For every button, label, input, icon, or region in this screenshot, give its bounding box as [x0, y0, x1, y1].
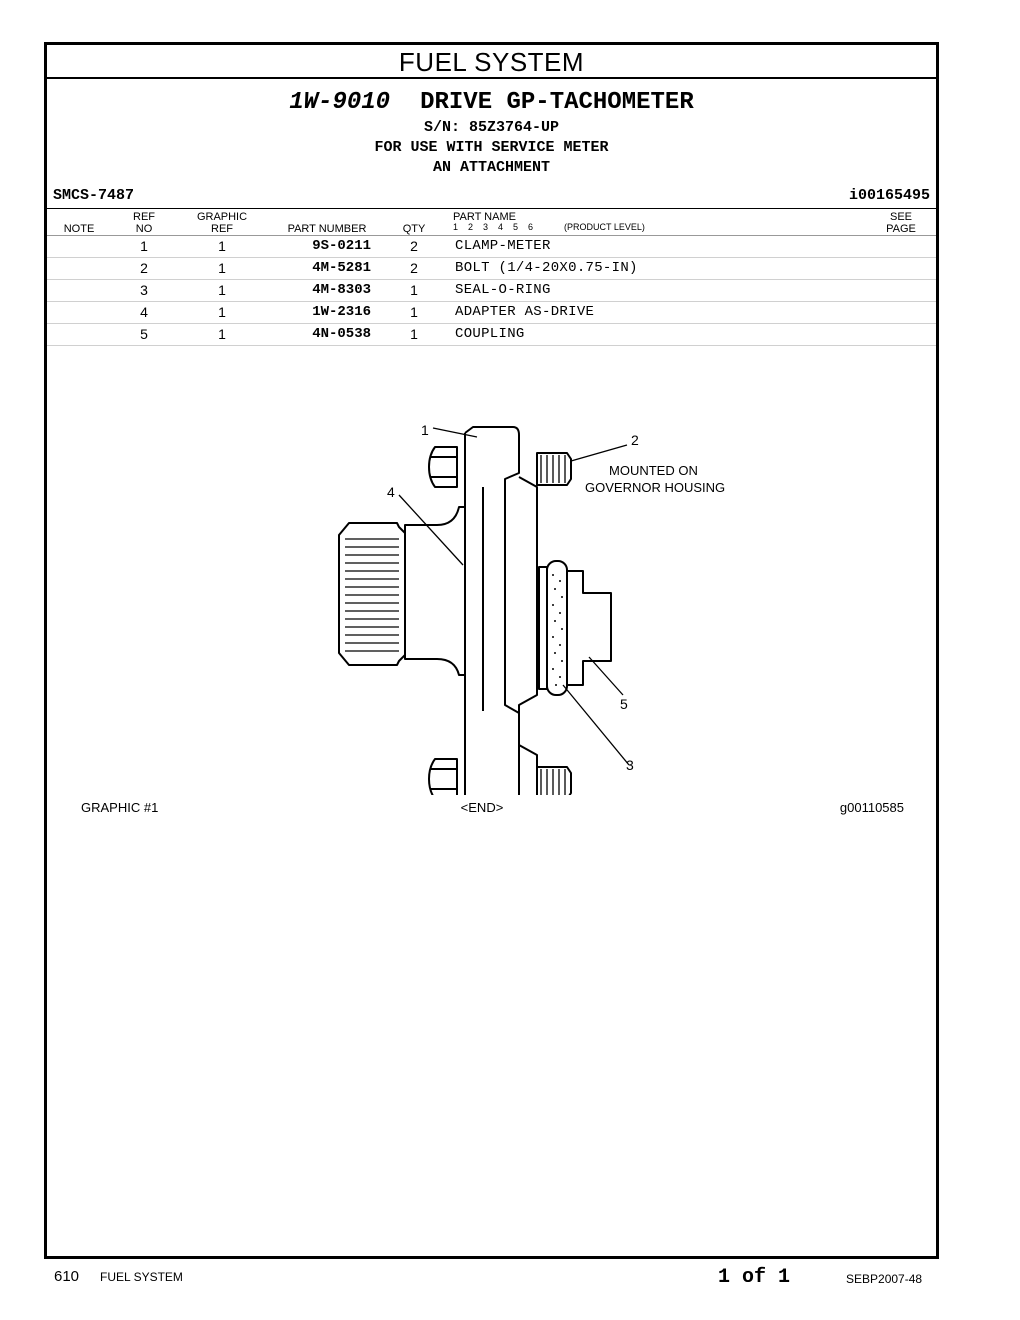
- callout-3: 3: [626, 757, 634, 773]
- col-graphic-bottom: REF: [211, 223, 233, 235]
- col-ref-bottom: NO: [135, 223, 153, 235]
- quantity: 1: [410, 326, 418, 342]
- header-divider: [47, 208, 936, 209]
- leader-4: [398, 494, 464, 566]
- col-qty: QTY: [402, 223, 426, 235]
- ref-number: 4: [140, 304, 148, 320]
- footer-page-of: 1 of 1: [718, 1266, 791, 1289]
- part-number: 9S-0211: [312, 238, 371, 254]
- col-part-name: PART NAME: [453, 211, 516, 223]
- leader-1: [432, 427, 478, 438]
- quantity: 1: [410, 282, 418, 298]
- quantity: 2: [410, 260, 418, 276]
- ref-number: 5: [140, 326, 148, 342]
- ref-number: 2: [140, 260, 148, 276]
- graphic-ref: 1: [218, 304, 226, 320]
- part-name: CLAMP-METER: [455, 238, 551, 254]
- table-row: 5 1 4N-0538 1 COUPLING: [47, 324, 936, 346]
- group-part-number: 1W-9010: [289, 89, 391, 116]
- part-name: COUPLING: [455, 326, 525, 342]
- col-note: NOTE: [63, 223, 95, 235]
- bolt-shank-top: [536, 452, 572, 486]
- boss-threads: [345, 538, 399, 652]
- table-row: 3 1 4M-8303 1 SEAL-O-RING: [47, 280, 936, 302]
- col-ref-top: REF: [133, 211, 155, 223]
- graphic-ref: 1: [218, 260, 226, 276]
- use-note-line1: FOR USE WITH SERVICE METER: [374, 139, 609, 156]
- drawing-note-line1: MOUNTED ON: [609, 463, 698, 478]
- coupling: [567, 570, 612, 686]
- part-name: BOLT (1/4-20X0.75-IN): [455, 260, 638, 276]
- graphic-label: GRAPHIC #1: [81, 800, 159, 815]
- part-name: SEAL-O-RING: [455, 282, 551, 298]
- o-ring-stipple: [552, 574, 563, 686]
- graphic-ref: 1: [218, 282, 226, 298]
- ref-number: 1: [140, 238, 148, 254]
- seal-groove: [538, 566, 548, 690]
- footer-section: FUEL SYSTEM: [100, 1270, 183, 1284]
- table-row: 2 1 4M-5281 2 BOLT (1/4-20X0.75-IN): [47, 258, 936, 280]
- exploded-view-drawing: 1 2 3 4 5 MOUNTED ON GOVERNOR HOUSING: [338, 422, 725, 795]
- part-number: 4M-5281: [312, 260, 371, 276]
- col-see-top: SEE: [889, 211, 912, 223]
- col-see-bottom: PAGE: [886, 223, 916, 235]
- adapter-neck: [404, 506, 466, 676]
- leader-5: [588, 656, 624, 696]
- adapter-flange: [464, 433, 538, 795]
- end-marker: <END>: [460, 800, 504, 815]
- adapter-flange-right: [464, 426, 520, 795]
- bolt-head-bottom: [428, 758, 458, 795]
- callout-5: 5: [620, 696, 628, 712]
- callout-1: 1: [421, 422, 429, 438]
- section-title: FUEL SYSTEM: [47, 45, 936, 79]
- bolt-shank-bottom: [536, 766, 572, 795]
- drawing-note-line2: GOVERNOR HOUSING: [585, 480, 725, 495]
- column-divider: [47, 235, 936, 236]
- footer-document-number: SEBP2007-48: [846, 1272, 923, 1286]
- part-name: ADAPTER AS-DRIVE: [455, 304, 595, 320]
- callout-4: 4: [387, 484, 395, 500]
- col-part-number: PART NUMBER: [287, 223, 367, 235]
- threaded-boss: [338, 522, 406, 666]
- part-number: 1W-2316: [312, 304, 371, 320]
- group-heading: 1W-9010 DRIVE GP-TACHOMETER: [47, 89, 936, 116]
- table-row: 4 1 1W-2316 1 ADAPTER AS-DRIVE: [47, 302, 936, 324]
- quantity: 1: [410, 304, 418, 320]
- graphic-ref: 1: [218, 238, 226, 254]
- leader-2: [570, 444, 628, 462]
- illustration-id: i00165495: [848, 187, 930, 204]
- col-levels: 1 2 3 4 5 6: [453, 222, 534, 232]
- quantity: 2: [410, 238, 418, 254]
- page-frame: FUEL SYSTEM 1W-9010 DRIVE GP-TACHOMETER S…: [44, 42, 939, 1259]
- table-row: 1 1 9S-0211 2 CLAMP-METER: [47, 236, 936, 258]
- group-name: DRIVE GP-TACHOMETER: [420, 89, 694, 116]
- bolt-head-top: [428, 446, 458, 488]
- col-graphic-top: GRAPHIC: [196, 211, 248, 223]
- part-number: 4N-0538: [312, 326, 371, 342]
- smcs-code: SMCS-7487: [53, 187, 135, 204]
- o-ring-seal: [546, 560, 568, 696]
- graphic-ref: 1: [218, 326, 226, 342]
- leader-3: [562, 684, 630, 766]
- part-number: 4M-8303: [312, 282, 371, 298]
- graphic-id: g00110585: [839, 800, 904, 815]
- col-product-level: (PRODUCT LEVEL): [564, 222, 645, 232]
- use-note-line2: AN ATTACHMENT: [432, 159, 551, 176]
- serial-range: S/N: 85Z3764-UP: [423, 119, 560, 136]
- ref-number: 3: [140, 282, 148, 298]
- footer-page-number: 610: [54, 1268, 80, 1285]
- callout-2: 2: [631, 432, 639, 448]
